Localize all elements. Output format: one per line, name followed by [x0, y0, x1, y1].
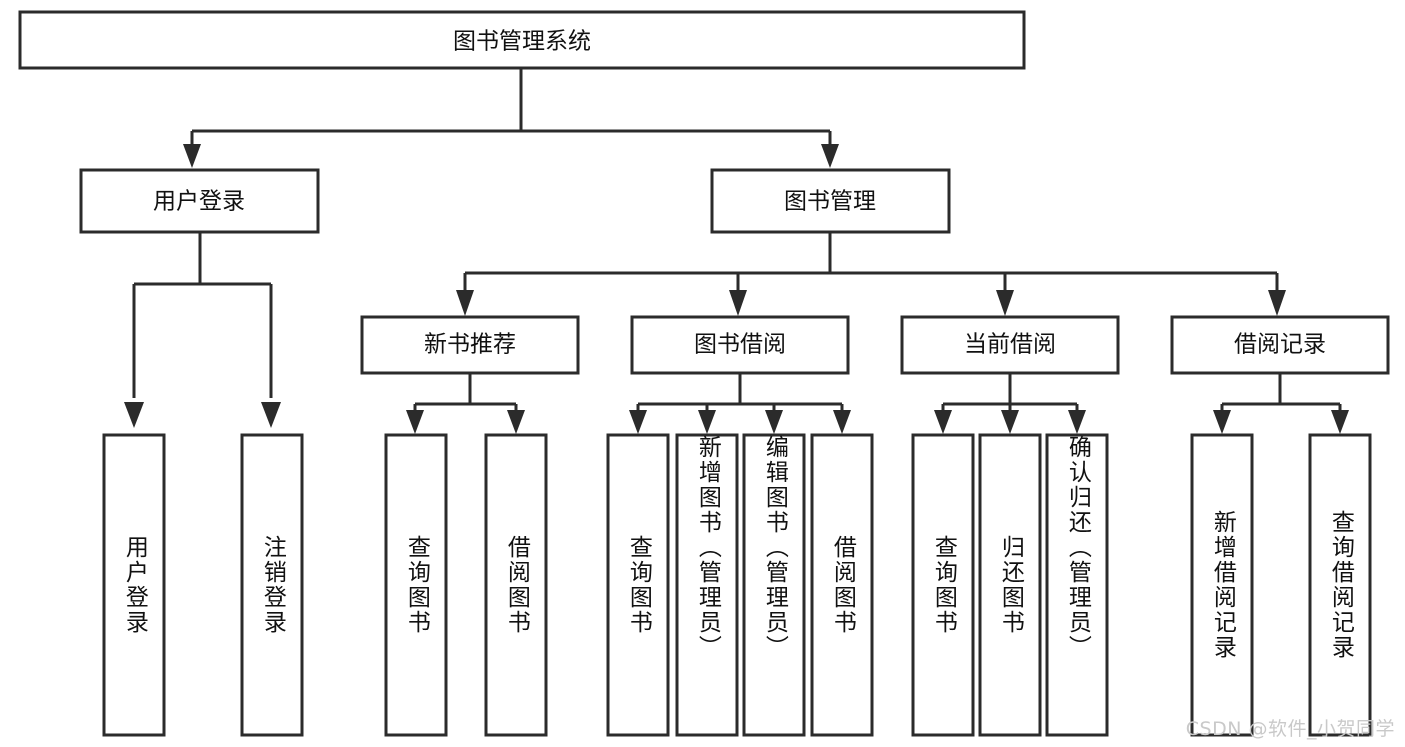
node-new-book-rec[interactable]: 新书推荐: [360, 315, 580, 375]
arrow-head-icon: [821, 144, 839, 168]
arrow-head-icon: [183, 144, 201, 168]
leaf-query-book-3-box[interactable]: [911, 433, 975, 737]
watermark-text: CSDN @软件_小贺同学: [1185, 718, 1395, 740]
connector-root-to-level2: [183, 68, 839, 168]
leaf-query-book-2-box[interactable]: [606, 433, 670, 737]
leaf-confirm-return-box[interactable]: [1045, 433, 1109, 737]
node-current-borrow[interactable]: 当前借阅: [900, 315, 1120, 375]
arrow-head-icon: [124, 402, 144, 428]
arrow-head-icon: [1001, 410, 1019, 434]
arrow-head-icon: [833, 410, 851, 434]
node-root[interactable]: 图书管理系统: [18, 10, 1026, 70]
arrow-head-icon: [507, 410, 525, 434]
leaf-return-book-box[interactable]: [978, 433, 1042, 737]
arrow-head-icon: [629, 410, 647, 434]
node-new-book-rec-box[interactable]: [360, 315, 580, 375]
arrow-head-icon: [1068, 410, 1086, 434]
node-borrow-record-label: 借阅记录: [1234, 332, 1326, 358]
node-borrow-record[interactable]: 借阅记录: [1170, 315, 1390, 375]
node-new-book-rec-label: 新书推荐: [424, 332, 516, 358]
node-book-manage[interactable]: 图书管理: [710, 168, 951, 234]
connector-bookborrow-to-leaves: [629, 373, 851, 434]
node-book-borrow-box[interactable]: [630, 315, 850, 375]
arrow-head-icon: [1268, 290, 1286, 316]
arrow-head-icon: [261, 402, 281, 428]
arrow-head-icon: [406, 410, 424, 434]
node-user-login[interactable]: 用户登录: [79, 168, 320, 234]
node-current-borrow-box[interactable]: [900, 315, 1120, 375]
arrow-head-icon: [996, 290, 1014, 316]
leaf-borrow-book-2-box[interactable]: [810, 433, 874, 737]
leaf-add-book-box[interactable]: [675, 433, 739, 737]
arrow-head-icon: [698, 410, 716, 434]
node-book-manage-label: 图书管理: [784, 189, 876, 215]
node-user-login-label: 用户登录: [153, 189, 245, 215]
arrow-head-icon: [934, 410, 952, 434]
arrow-head-icon: [1213, 410, 1231, 434]
leaf-boxes: [102, 433, 1372, 737]
node-book-manage-box[interactable]: [710, 168, 951, 234]
arrow-head-icon: [456, 290, 474, 316]
arrow-head-icon: [729, 290, 747, 316]
leaf-query-book-1-box[interactable]: [384, 433, 448, 737]
node-root-label: 图书管理系统: [453, 29, 591, 55]
leaf-borrow-book-1-box[interactable]: [484, 433, 548, 737]
leaf-logout-box[interactable]: [240, 433, 304, 737]
connector-userlogin-to-leaves: [124, 232, 281, 428]
node-borrow-record-box[interactable]: [1170, 315, 1390, 375]
leaf-query-record-box[interactable]: [1308, 433, 1372, 737]
leaf-add-record-box[interactable]: [1190, 433, 1254, 737]
node-user-login-box[interactable]: [79, 168, 320, 234]
node-root-box[interactable]: [18, 10, 1026, 70]
node-book-borrow-label: 图书借阅: [694, 332, 786, 358]
leaf-user-login-box[interactable]: [102, 433, 166, 737]
connector-bookmanage-to-level3: [456, 232, 1286, 316]
connector-currentborrow-to-leaves: [934, 373, 1086, 434]
connector-borrowrecord-to-leaves: [1213, 373, 1349, 434]
node-book-borrow[interactable]: 图书借阅: [630, 315, 850, 375]
connector-newbook-to-leaves: [406, 373, 525, 434]
node-current-borrow-label: 当前借阅: [964, 332, 1056, 358]
leaf-edit-book-box[interactable]: [742, 433, 806, 737]
arrow-head-icon: [765, 410, 783, 434]
arrow-head-icon: [1331, 410, 1349, 434]
